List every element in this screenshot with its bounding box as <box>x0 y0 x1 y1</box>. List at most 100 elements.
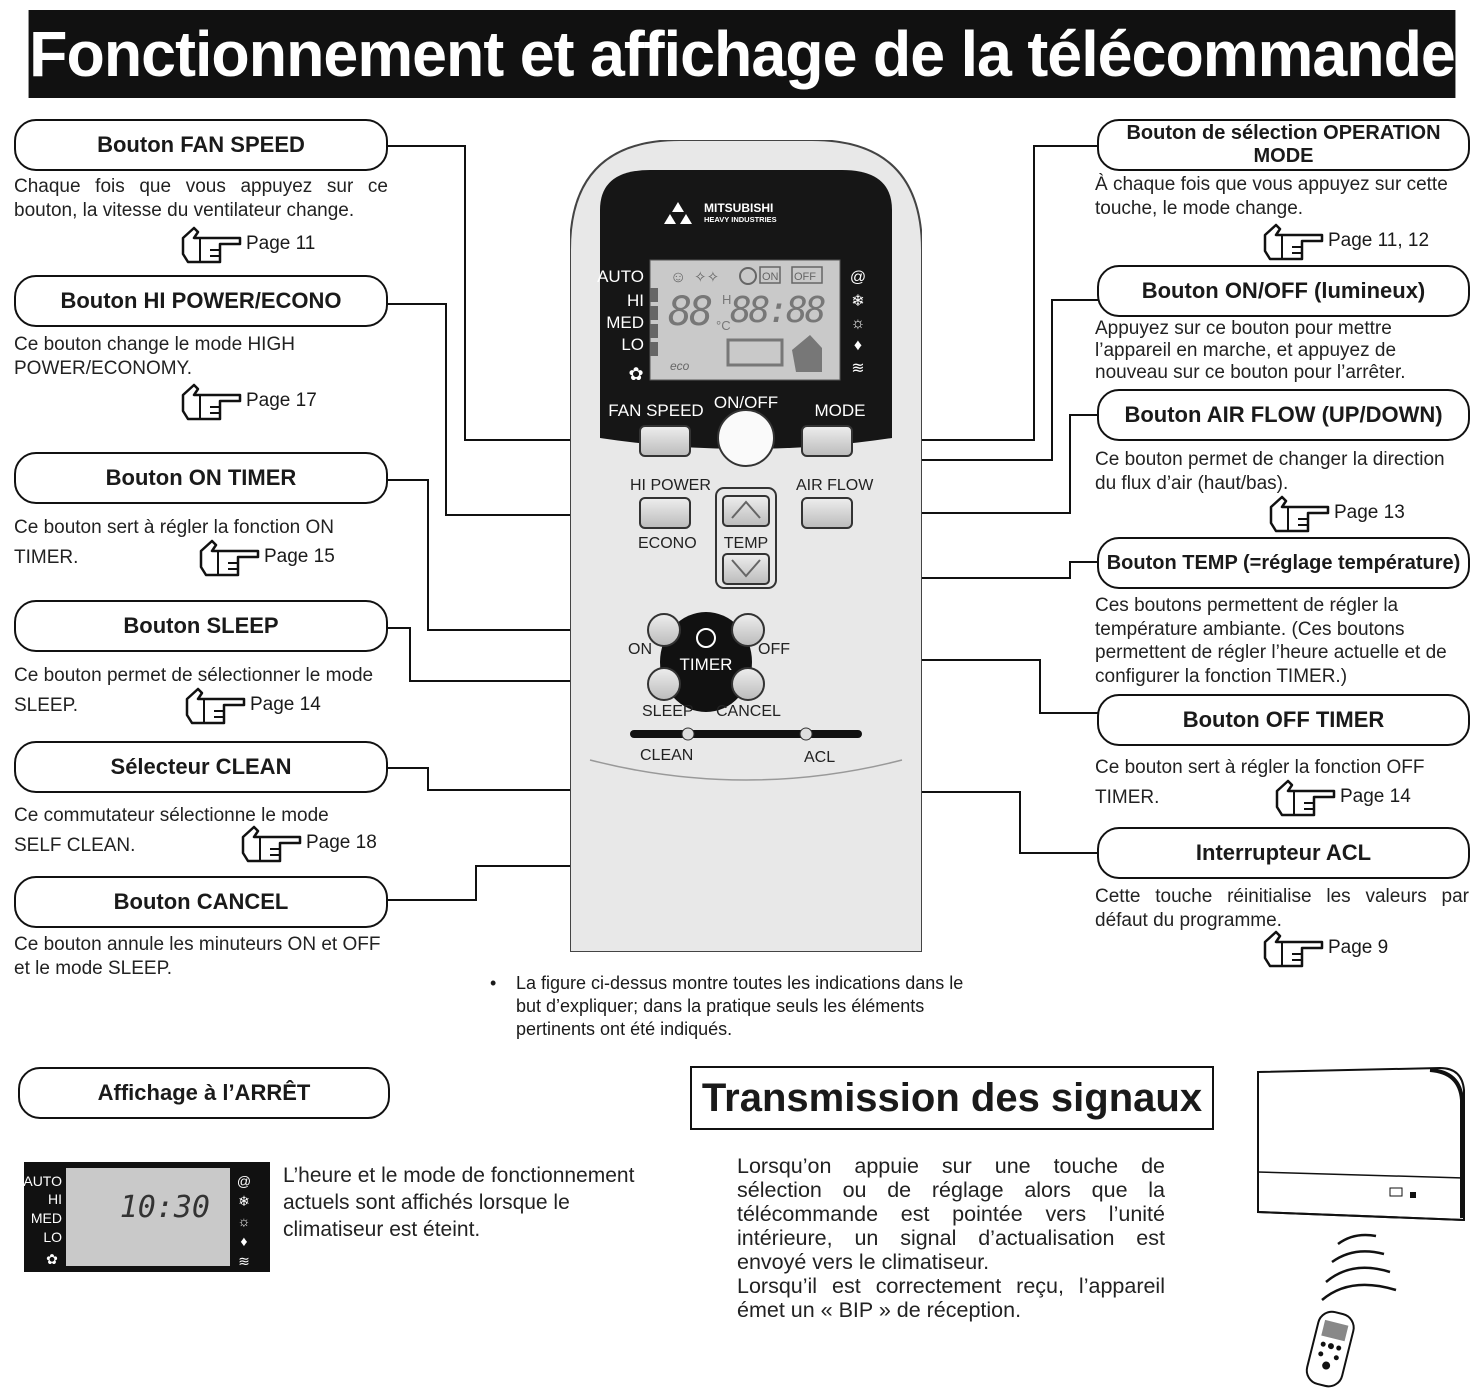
callout-off-timer: Bouton OFF TIMER <box>1097 694 1470 746</box>
cool-snowflake-icon: ❄ <box>851 293 864 310</box>
pointing-hand-icon <box>181 383 242 421</box>
callout-hipower-econo: Bouton HI POWER/ECONO <box>14 275 388 327</box>
cool-snowflake-icon: ❄ <box>238 1193 250 1209</box>
on-timer-button[interactable] <box>647 613 681 647</box>
pointing-hand-icon <box>199 539 260 577</box>
page-ref-text: Page 14 <box>250 694 321 715</box>
label-econo: ECONO <box>638 535 697 552</box>
acl-switch[interactable] <box>799 727 813 741</box>
lcd-on: ON <box>762 271 779 283</box>
dry-drop-icon: ♦ <box>240 1233 247 1249</box>
label-sleep: SLEEP <box>642 703 694 720</box>
off-level-hi: HI <box>48 1191 62 1207</box>
fan-level-lo: LO <box>621 335 644 354</box>
lcd-celsius: °C <box>716 318 731 333</box>
callout-onoff: Bouton ON/OFF (lumineux) <box>1097 265 1470 317</box>
cancel-button[interactable] <box>731 667 765 701</box>
clean-switch[interactable] <box>681 727 695 741</box>
sleep-button[interactable] <box>647 667 681 701</box>
signal-waves-icon <box>1321 1233 1397 1301</box>
mitsubishi-logo <box>664 202 692 224</box>
label-cancel: CANCEL <box>716 703 781 720</box>
page-ref-acl: Page 9 <box>1262 928 1388 968</box>
pointing-hand-icon <box>1263 930 1324 968</box>
fan-icon: ✿ <box>46 1251 58 1267</box>
desc-sleep: Ce bouton permet de sélectionner le mode… <box>14 665 374 716</box>
auto-mode-icon: @ <box>237 1173 251 1189</box>
label-acl: ACL <box>804 749 835 766</box>
brand-sub: HEAVY INDUSTRIES <box>704 215 777 224</box>
desc-cancel: Ce bouton annule les minuteurs ON et OFF… <box>14 934 381 979</box>
fan-icon: ✿ <box>628 364 643 384</box>
fan-mode-icon: ≋ <box>238 1253 250 1269</box>
callout-cancel: Bouton CANCEL <box>14 876 388 928</box>
fan-speed-button[interactable] <box>639 425 691 457</box>
callout-operation-mode: Bouton de sélection OPERATION MODE <box>1097 119 1470 171</box>
lcd-temperature: 88 <box>668 289 711 335</box>
hipower-econo-button[interactable] <box>639 497 691 529</box>
page-ref-text: Page 14 <box>1340 786 1411 807</box>
desc-airflow: Ce bouton permet de changer la direction… <box>1095 449 1445 494</box>
pointing-hand-icon <box>1275 779 1336 817</box>
pointing-hand-icon <box>185 687 246 725</box>
lcd-time: 88:88 <box>730 290 825 331</box>
desc-temp: Ces boutons permettent de régler la temp… <box>1095 595 1447 687</box>
lcd-off: OFF <box>794 271 816 283</box>
airflow-button[interactable] <box>801 497 853 529</box>
label-fan-speed: FAN SPEED <box>608 401 703 420</box>
callout-on-timer: Bouton ON TIMER <box>14 452 388 504</box>
off-level-med: MED <box>31 1210 62 1226</box>
page-ref-airflow: Page 13 <box>1268 493 1405 533</box>
desc-onoff: Appuyez sur ce bouton pour mettre l’appa… <box>1095 318 1406 383</box>
page-ref-mode: Page 11, 12 <box>1262 221 1429 261</box>
off-display-text: L’heure et le mode de fonctionnement act… <box>283 1164 635 1241</box>
lcd-h: H <box>722 292 731 307</box>
callout-acl: Interrupteur ACL <box>1097 827 1470 879</box>
label-mode: MODE <box>815 401 866 420</box>
off-level-auto: AUTO <box>24 1173 62 1189</box>
page-ref-text: Page 17 <box>246 390 317 411</box>
transmission-body: Lorsqu’on appuie sur une touche de sélec… <box>737 1154 1165 1322</box>
callout-temp: Bouton TEMP (=réglage température) <box>1097 537 1470 589</box>
sleep-face-icon: ☺ <box>670 269 686 286</box>
pointing-hand-icon <box>181 226 242 264</box>
onoff-button[interactable] <box>717 409 775 467</box>
remote-control: MITSUBISHI HEAVY INDUSTRIES AUTO HI MED … <box>570 140 922 952</box>
indoor-unit-illustration <box>1257 1066 1465 1388</box>
transmission-text-1: Lorsqu’on appuie sur une touche de sélec… <box>737 1154 1165 1274</box>
callout-airflow: Bouton AIR FLOW (UP/DOWN) <box>1097 389 1470 441</box>
callout-off-display: Affichage à l’ARRÊT <box>18 1067 390 1119</box>
page-ref-clean: Page 18 <box>240 823 377 863</box>
page-ref-on-timer: Page 15 <box>198 537 335 577</box>
desc-clean: Ce commutateur sélectionne le mode SELF … <box>14 805 329 856</box>
page-ref-hipower: Page 17 <box>180 381 317 421</box>
desc-operation-mode: À chaque fois que vous appuyez sur cette… <box>1095 174 1448 219</box>
fan-level-auto: AUTO <box>597 267 644 286</box>
timer-pad <box>660 612 752 712</box>
label-onoff: ON/OFF <box>714 393 778 412</box>
desc-off-timer: Ce bouton sert à régler la fonction OFF … <box>1095 757 1425 808</box>
temp-up-button[interactable] <box>722 495 770 527</box>
temp-down-button[interactable] <box>722 553 770 585</box>
off-display-lcd: AUTO HI MED LO ✿ 10:30 @ ❄ ☼ ♦ ≋ <box>24 1162 270 1272</box>
brand-name: MITSUBISHI <box>704 201 773 215</box>
page-ref-text: Page 15 <box>264 546 335 567</box>
fan-mode-icon: ≋ <box>851 360 864 377</box>
pointing-hand-icon <box>241 825 302 863</box>
fan-level-med: MED <box>606 313 644 332</box>
off-timer-button[interactable] <box>731 613 765 647</box>
bullet: • <box>490 973 497 993</box>
clock-icon <box>739 267 757 285</box>
auto-mode-icon: @ <box>850 269 866 286</box>
callout-fan-speed: Bouton FAN SPEED <box>14 119 388 171</box>
mode-button[interactable] <box>801 425 853 457</box>
page-title: Fonctionnement et affichage de la téléco… <box>28 10 1456 98</box>
desc-fan-speed: Chaque fois que vous appuyez sur ce bout… <box>14 176 388 221</box>
label-temp: TEMP <box>724 535 768 552</box>
label-airflow: AIR FLOW <box>796 477 874 494</box>
callout-clean: Sélecteur CLEAN <box>14 741 388 793</box>
pointing-hand-icon <box>1263 223 1324 261</box>
callout-sleep: Bouton SLEEP <box>14 600 388 652</box>
timer-clock-icon <box>696 628 716 648</box>
page-ref-text: Page 18 <box>306 832 377 853</box>
